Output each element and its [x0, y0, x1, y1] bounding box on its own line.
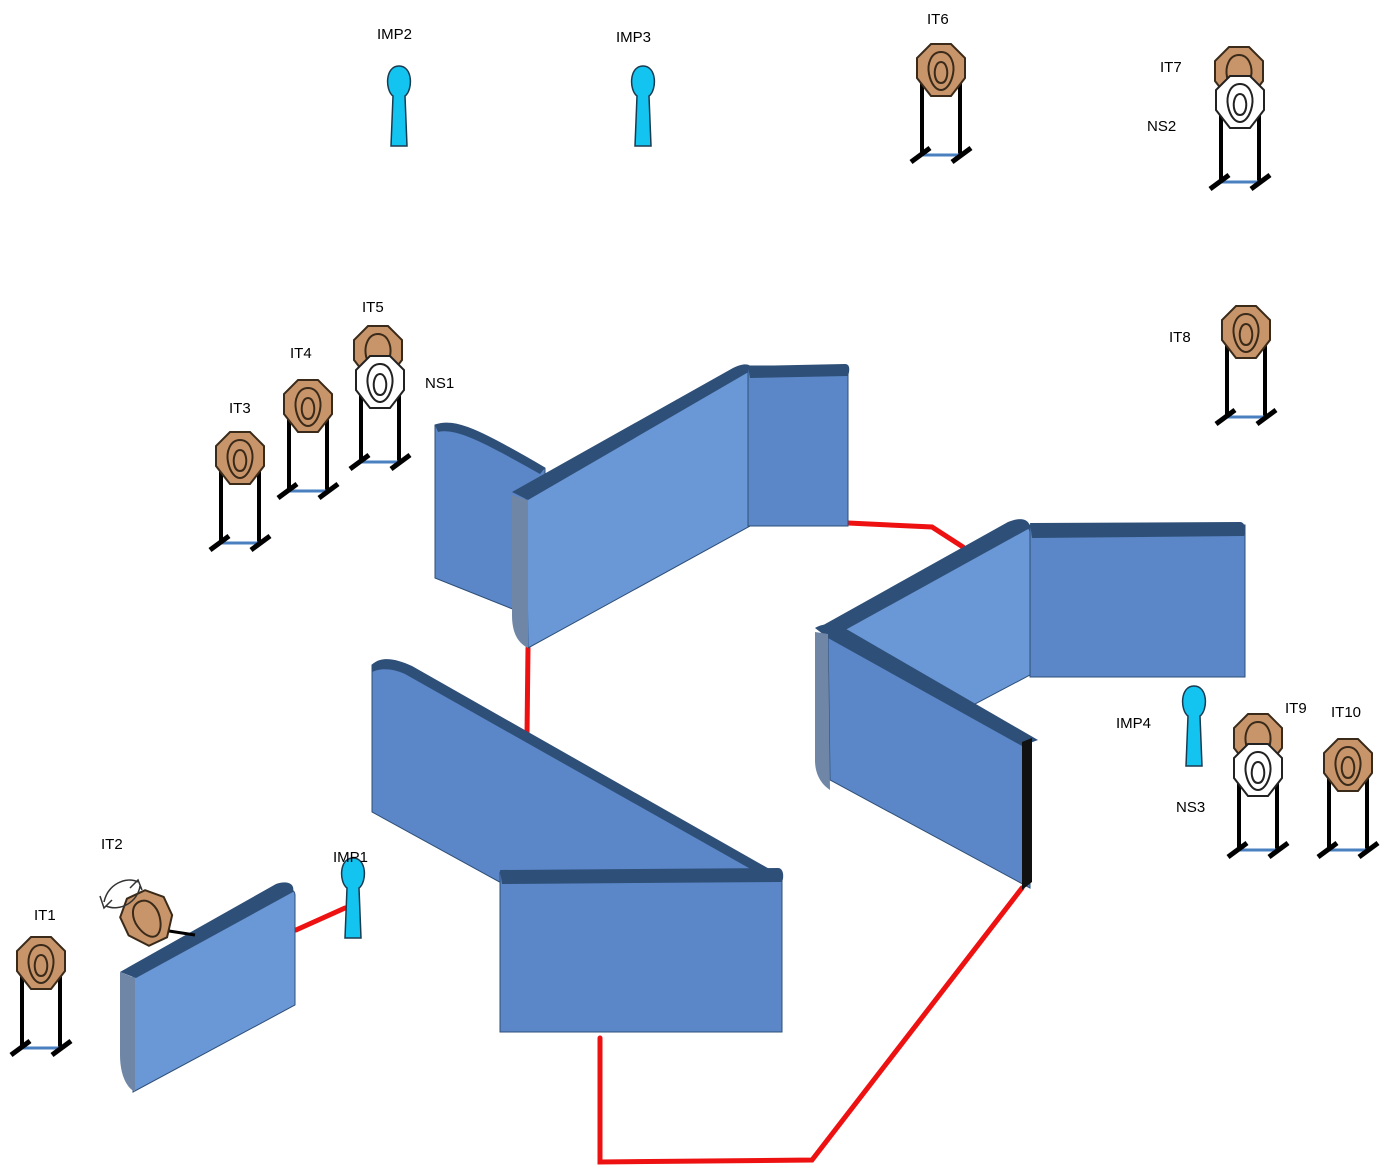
label-it9: IT9: [1285, 700, 1307, 717]
popper-imp2: IMP2: [377, 26, 412, 147]
popper-imp1: IMP1: [333, 849, 368, 939]
no-shoot-ns3: NS3: [1176, 744, 1288, 857]
target-it2-swinger: IT2: [99, 836, 196, 953]
fault-line-bottom: [597, 885, 1025, 1165]
target-it4: IT4: [278, 345, 338, 498]
fault-lines: [293, 520, 1025, 1165]
no-shoot-ns1: NS1: [350, 356, 454, 469]
label-ns3: NS3: [1176, 799, 1205, 816]
label-it10: IT10: [1331, 704, 1361, 721]
fault-line-left: [293, 905, 348, 933]
label-imp4: IMP4: [1116, 715, 1151, 732]
label-imp2: IMP2: [377, 26, 412, 43]
label-it8: IT8: [1169, 329, 1191, 346]
popper-imp4: IMP4: [1116, 685, 1207, 767]
wall-cluster-right: [815, 519, 1246, 890]
wall-bottom-left: [120, 882, 296, 1093]
fault-line-center: [524, 645, 531, 738]
target-it8: IT8: [1169, 306, 1276, 424]
label-it3: IT3: [229, 400, 251, 417]
label-it6: IT6: [927, 11, 949, 28]
target-it10: IT10: [1318, 704, 1378, 857]
label-ns2: NS2: [1147, 118, 1176, 135]
target-it9: IT9: [1233, 700, 1307, 767]
no-shoot-ns2: NS2: [1147, 76, 1270, 189]
label-ns1: NS1: [425, 375, 454, 392]
target-it6: IT6: [911, 11, 971, 162]
label-it1: IT1: [34, 907, 56, 924]
wall-cluster-middle: [371, 659, 784, 1033]
label-imp3: IMP3: [616, 29, 651, 46]
target-it7: IT7: [1160, 46, 1264, 100]
label-it7: IT7: [1160, 59, 1182, 76]
target-it3: IT3: [210, 400, 270, 550]
rotate-arrows-icon: [99, 878, 143, 910]
wall-cluster-top: [434, 364, 850, 649]
label-it2: IT2: [101, 836, 123, 853]
label-imp1: IMP1: [333, 849, 368, 866]
label-it5: IT5: [362, 299, 384, 316]
target-it5: IT5: [353, 299, 403, 379]
target-it1: IT1: [11, 907, 71, 1055]
popper-imp3: IMP3: [616, 29, 656, 147]
fault-line-top-right: [845, 520, 966, 550]
label-it4: IT4: [290, 345, 312, 362]
